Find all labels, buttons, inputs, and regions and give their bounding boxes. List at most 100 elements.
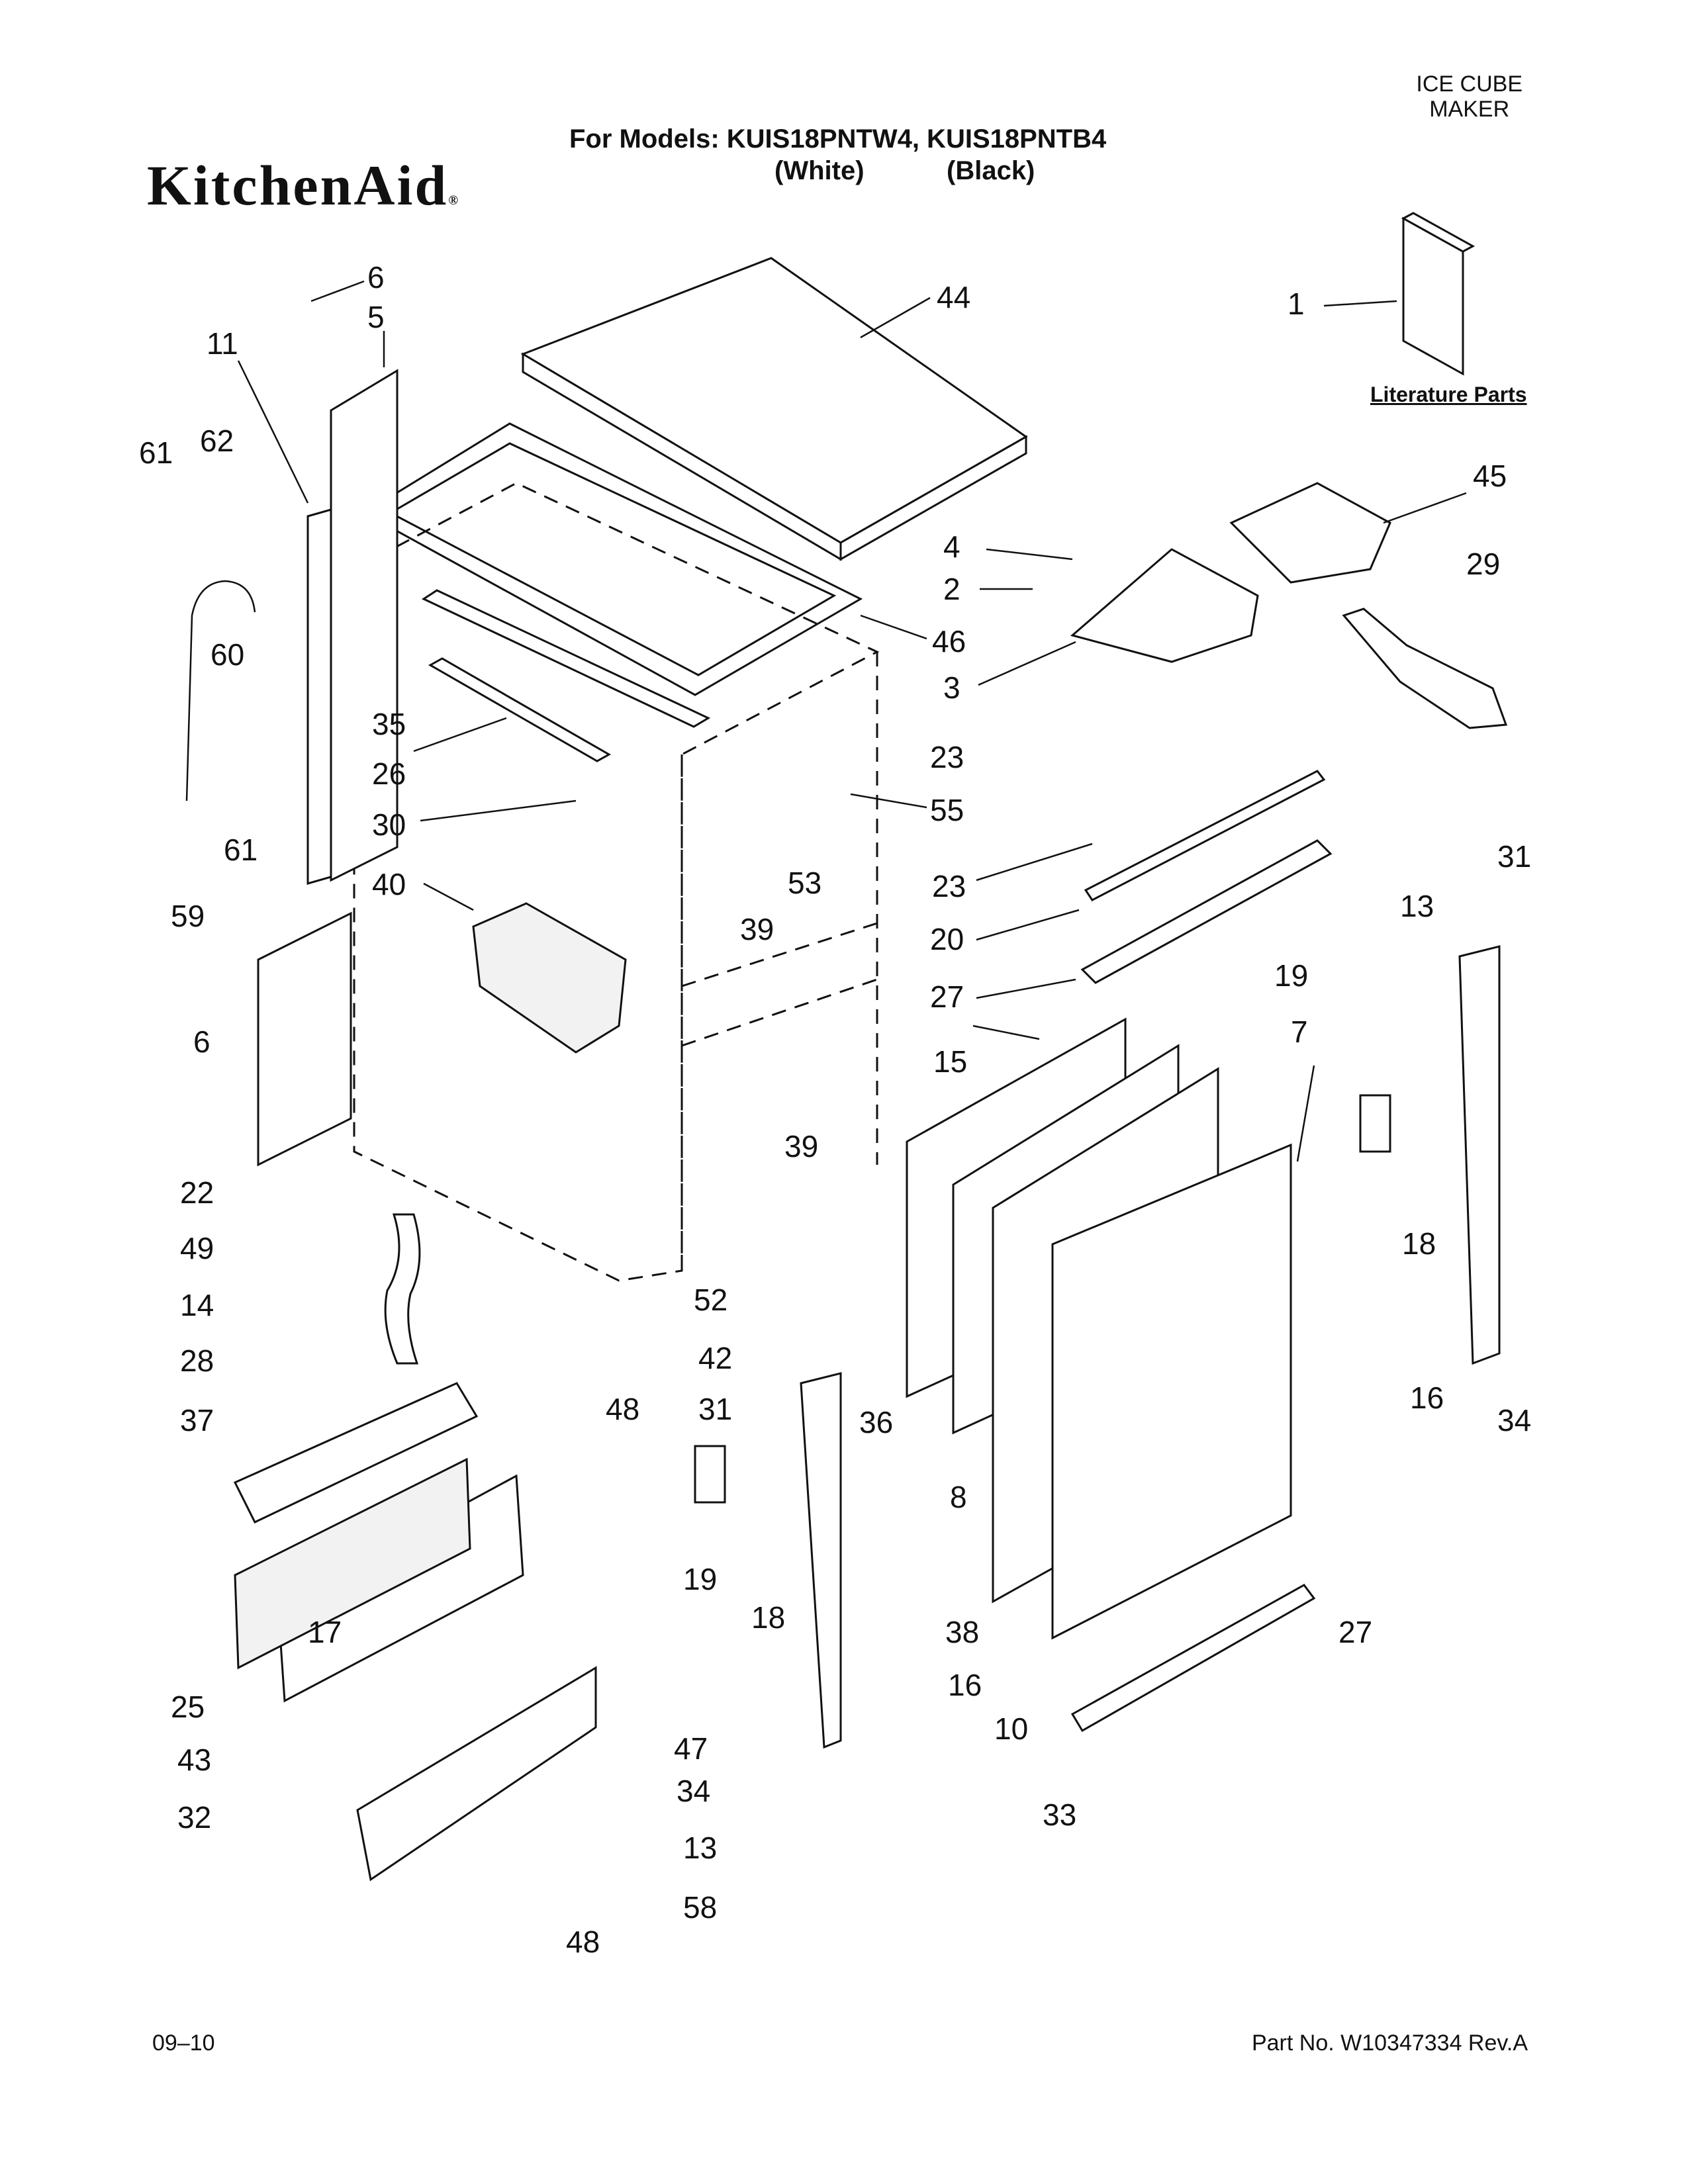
leader-line — [1296, 1065, 1315, 1162]
callout-label: 15 — [933, 1044, 967, 1079]
callout-label: 8 — [950, 1480, 967, 1514]
leader-line — [420, 799, 577, 822]
callout-label: 11 — [207, 326, 238, 361]
callout-label: 62 — [200, 424, 234, 458]
callout-label: 27 — [1338, 1615, 1372, 1649]
water-tube — [181, 575, 260, 801]
callout-label: 32 — [177, 1800, 211, 1835]
callout-label: 20 — [930, 922, 964, 956]
callout-label: 45 — [1473, 459, 1507, 493]
callout-label: 16 — [948, 1668, 982, 1702]
callout-label: 49 — [180, 1231, 214, 1265]
door-top-trim — [1080, 839, 1333, 984]
leader-line — [978, 641, 1076, 686]
part-number: Part No. W10347334 Rev.A — [1251, 2030, 1528, 2056]
evaporator-plate — [1229, 482, 1391, 584]
leader-lines — [237, 280, 1467, 1162]
callout-label: 33 — [1043, 1797, 1076, 1832]
leader-line — [976, 978, 1076, 999]
leader-line — [986, 548, 1073, 561]
brand-wordmark: KitchenAid — [147, 154, 449, 217]
door-panel — [1051, 1143, 1292, 1640]
callout-label: 30 — [372, 807, 406, 842]
color-white-label: (White) — [774, 156, 865, 185]
leader-line — [1323, 300, 1397, 307]
callout-label: 46 — [932, 624, 966, 659]
callout-label: 3 — [943, 670, 961, 705]
leader-line — [237, 360, 309, 504]
hinge-plate-right — [1359, 1094, 1391, 1153]
cabinet-divider-2 — [681, 978, 878, 1047]
callout-label: 7 — [1291, 1015, 1308, 1049]
callout-label: 34 — [1497, 1403, 1531, 1437]
leader-line — [976, 842, 1093, 882]
callout-label: 6 — [367, 260, 385, 295]
callout-label: 18 — [751, 1600, 785, 1635]
callout-label: 55 — [930, 793, 964, 827]
part-drawings — [181, 212, 1508, 1882]
callout-label: 42 — [698, 1341, 732, 1375]
door-top-bracket — [1084, 770, 1326, 901]
callout-label: 59 — [171, 899, 205, 933]
callout-label: 58 — [683, 1890, 717, 1925]
leader-line — [976, 909, 1080, 941]
callout-label: 31 — [698, 1392, 732, 1426]
date-code: 09–10 — [152, 2030, 215, 2056]
callout-label: 38 — [945, 1615, 979, 1649]
callout-label: 48 — [566, 1925, 600, 1959]
water-tube-outline — [185, 580, 256, 801]
registered-mark: ® — [448, 193, 461, 208]
base-support — [233, 1382, 479, 1524]
rear-panel — [330, 369, 399, 882]
callout-label: 6 — [193, 1024, 211, 1059]
callout-label: 4 — [943, 529, 961, 564]
literature-parts-label: Literature Parts — [1370, 383, 1527, 406]
callout-label: 25 — [171, 1690, 205, 1724]
product-line-1: ICE CUBE — [1416, 71, 1523, 97]
hinge-bracket-left — [800, 1372, 842, 1749]
callout-label: 10 — [994, 1711, 1028, 1746]
leader-line — [860, 296, 931, 339]
callout-label: 2 — [943, 572, 961, 606]
models-heading: For Models: KUIS18PNTW4, KUIS18PNTB4 — [569, 124, 1107, 154]
callout-labels: 1 44 6 5 11 61 62 45 4 29 2 46 3 60 35 2… — [139, 260, 1531, 1959]
callout-label: 22 — [180, 1175, 214, 1210]
callout-label: 39 — [740, 912, 774, 946]
callout-label: 36 — [859, 1405, 893, 1439]
leader-line — [860, 614, 927, 640]
gasket-strip — [421, 589, 711, 728]
side-panel — [306, 508, 332, 885]
callout-label: 31 — [1497, 839, 1531, 874]
callout-label: 13 — [1400, 889, 1434, 923]
callout-label: 1 — [1288, 287, 1305, 321]
callout-label: 39 — [784, 1129, 818, 1163]
product-title: ICE CUBE MAKER — [1416, 71, 1523, 122]
callout-label: 18 — [1402, 1226, 1436, 1261]
callout-label: 43 — [177, 1743, 211, 1777]
rail — [428, 657, 612, 762]
callout-label: 61 — [224, 833, 258, 867]
brand-logo: KitchenAid® — [147, 152, 460, 218]
product-line-2: MAKER — [1429, 97, 1510, 122]
leader-line — [310, 280, 365, 302]
callout-label: 37 — [180, 1403, 214, 1437]
hinge-bracket-right — [1458, 945, 1501, 1365]
ice-scoop — [1342, 608, 1508, 729]
callout-label: 13 — [683, 1831, 717, 1865]
callout-label: 35 — [372, 707, 406, 741]
lower-rear-cover — [257, 911, 352, 1167]
leader-line — [1383, 492, 1467, 524]
door-bottom-trim — [1070, 1584, 1316, 1733]
callout-label: 26 — [372, 756, 406, 791]
callout-label: 40 — [372, 867, 406, 901]
callout-label: 16 — [1410, 1381, 1444, 1415]
callout-label: 27 — [930, 979, 964, 1014]
callout-label: 48 — [606, 1392, 639, 1426]
literature-booklet-spine — [1401, 212, 1476, 253]
callout-label: 17 — [308, 1615, 342, 1649]
ice-deflector — [1070, 548, 1259, 663]
callout-label: 61 — [139, 435, 173, 470]
callout-label: 47 — [674, 1731, 708, 1766]
callout-label: 28 — [180, 1343, 214, 1378]
